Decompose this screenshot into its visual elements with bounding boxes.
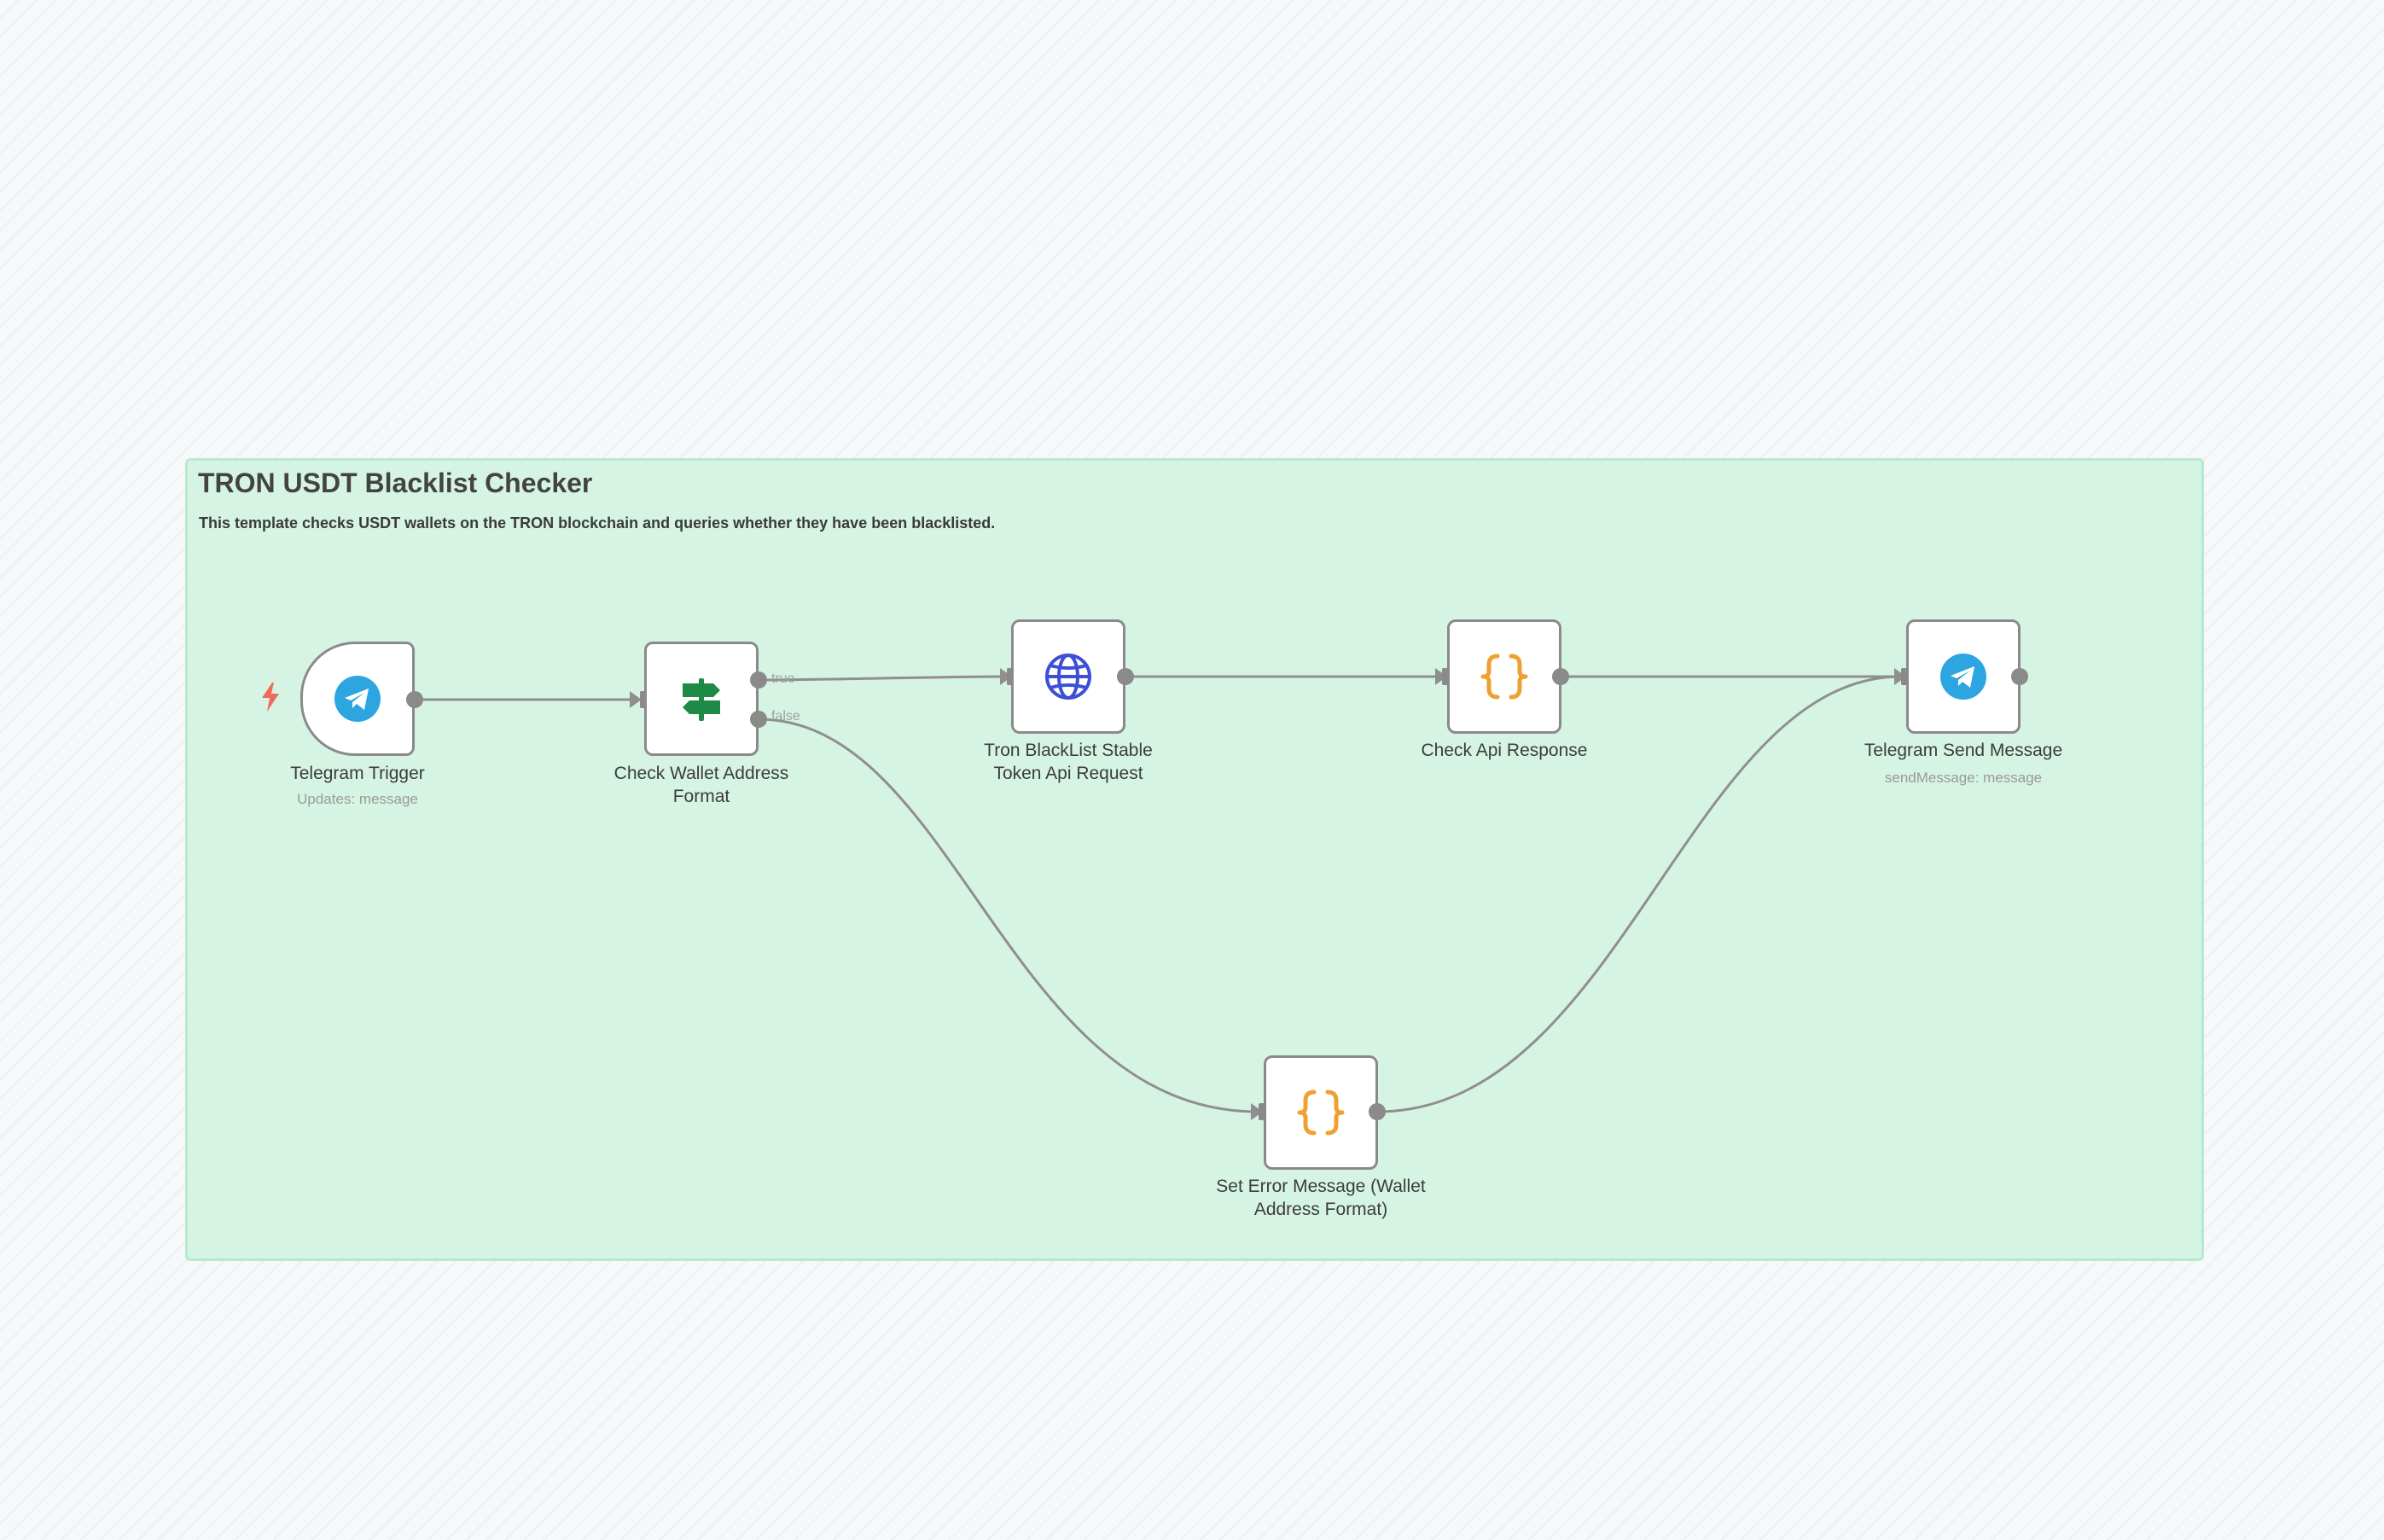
output-handle-false[interactable] <box>750 711 767 728</box>
braces-icon <box>1480 654 1528 700</box>
braces-icon <box>1297 1090 1345 1136</box>
sticky-note-description: This template checks USDT wallets on the… <box>199 514 996 532</box>
output-handle[interactable] <box>2011 668 2028 685</box>
connection-arrow <box>1251 1103 1263 1120</box>
telegram-icon <box>1940 654 1986 700</box>
connection-true-to-tron-request <box>758 675 1008 682</box>
node-label: Tron BlackList Stable Token Api Request <box>984 741 1153 783</box>
connection-false-to-set-error <box>758 718 1259 1113</box>
input-handle[interactable] <box>640 691 647 708</box>
output-handle-true[interactable] <box>750 671 767 689</box>
input-handle[interactable] <box>1259 1103 1265 1120</box>
node-set-error-message[interactable] <box>1264 1055 1378 1170</box>
branch-label-false: false <box>771 709 800 724</box>
connection-arrow <box>1435 668 1447 685</box>
node-subtitle: Updates: message <box>297 791 418 807</box>
node-label: Telegram Trigger <box>290 764 425 783</box>
node-check-wallet-address-format[interactable] <box>644 642 759 756</box>
node-telegram-trigger[interactable] <box>300 642 415 756</box>
node-label: Telegram Send Message <box>1864 741 2063 760</box>
input-handle[interactable] <box>1007 668 1014 685</box>
input-handle[interactable] <box>1901 668 1908 685</box>
node-check-api-response[interactable] <box>1447 619 1561 734</box>
node-subtitle: sendMessage: message <box>1884 770 2043 786</box>
sticky-note-title: TRON USDT Blacklist Checker <box>198 468 593 498</box>
output-handle[interactable] <box>406 691 423 708</box>
node-label: Check Wallet Address Format <box>613 764 789 806</box>
signpost-icon <box>683 678 720 721</box>
node-telegram-send-message[interactable] <box>1906 619 2021 734</box>
node-tron-blacklist-api-request[interactable] <box>1011 619 1125 734</box>
connection-set-error-to-telegram-send <box>1376 675 1902 1113</box>
node-label: Set Error Message (Wallet Address Format… <box>1216 1177 1426 1219</box>
trigger-bolt-icon <box>262 683 279 712</box>
branch-label-true: true <box>771 671 795 686</box>
output-handle[interactable] <box>1369 1103 1386 1120</box>
input-handle[interactable] <box>1442 668 1449 685</box>
connection-arrow <box>1000 668 1012 685</box>
globe-icon <box>1045 654 1091 700</box>
telegram-icon <box>334 676 381 722</box>
output-handle[interactable] <box>1117 668 1134 685</box>
connection-arrow <box>630 691 642 708</box>
output-handle[interactable] <box>1552 668 1569 685</box>
sticky-note[interactable] <box>185 458 2204 1261</box>
node-label: Check Api Response <box>1421 741 1588 760</box>
